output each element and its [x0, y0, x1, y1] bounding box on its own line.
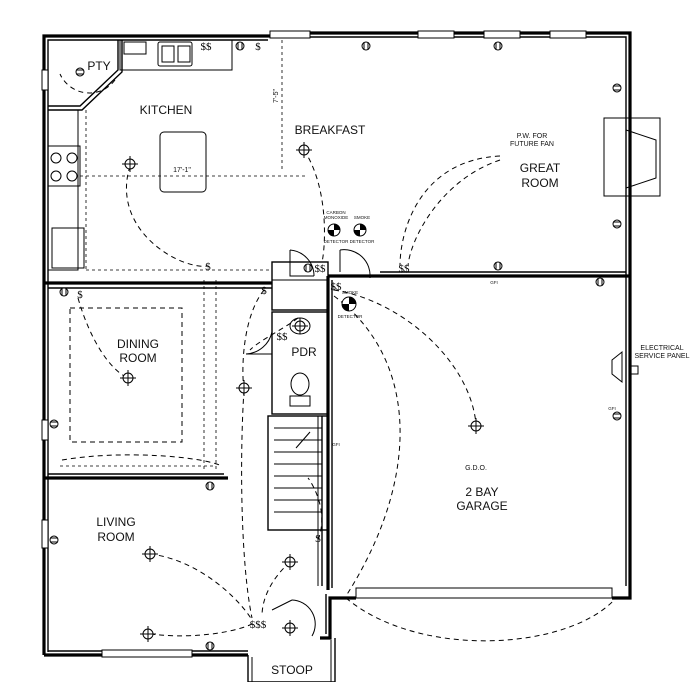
detectors [327, 223, 367, 312]
windows [41, 30, 613, 658]
switch-symbol: $$ [399, 263, 411, 275]
room-label-dining: ROOM [119, 351, 156, 365]
stair-treads [274, 427, 322, 513]
light-fixture [236, 380, 252, 396]
room-label-powder: PDR [291, 345, 317, 359]
note-co-detector: MONOXIDE [324, 215, 349, 220]
switch-symbol: $ [315, 533, 321, 545]
note-co-detector: CARBON [326, 210, 345, 215]
note-gfi: GFI [608, 406, 616, 411]
switches: $ $ $ $$ $$ $$ $ $$ $$ $$$ $ [77, 41, 410, 631]
switch-symbol: $$ [201, 41, 213, 53]
dimension-island: 17'-1" [173, 167, 191, 174]
light-fixture [120, 370, 136, 386]
room-label-stoop: STOOP [271, 663, 313, 677]
light-fixture [468, 418, 484, 434]
light-fixture [142, 546, 158, 562]
note-fan: FUTURE FAN [510, 141, 554, 148]
receptacles [49, 41, 622, 651]
room-label-great-room: GREAT [520, 161, 561, 175]
note-co-detector: DETECTOR [324, 239, 349, 244]
switch-symbol: $$ [315, 263, 327, 275]
room-label-living: ROOM [97, 530, 134, 544]
smoke-detector-garage-icon [341, 296, 357, 312]
interior-walls [44, 40, 630, 590]
note-smoke-detector-garage: DETECTOR [338, 314, 363, 319]
switch-symbol: $ [205, 261, 211, 273]
notes: P.W. FOR FUTURE FAN ELECTRICAL SERVICE P… [173, 89, 690, 472]
room-label-dining: DINING [117, 337, 159, 351]
room-label-living: LIVING [96, 515, 135, 529]
room-label-garage: 2 BAY [465, 485, 498, 499]
light-fixture [282, 554, 298, 570]
smoke-detector-icon [353, 223, 367, 237]
doors [245, 249, 371, 637]
note-smoke-detector: DETECTOR [350, 239, 375, 244]
light-fixture [282, 620, 298, 636]
co-detector-icon [327, 223, 341, 237]
room-label-kitchen: KITCHEN [140, 103, 193, 117]
note-smoke-detector-garage: SMOKE [342, 290, 358, 295]
light-fixture [122, 156, 138, 172]
light-fixture [292, 318, 308, 334]
note-panel: SERVICE PANEL [635, 353, 690, 360]
kitchen-fixtures [47, 39, 661, 407]
light-fixture [296, 142, 312, 158]
dimension-breakfast: 7'-5" [273, 89, 280, 103]
room-labels: PTY KITCHEN BREAKFAST GREAT ROOM DINING … [87, 59, 561, 677]
room-label-pantry: PTY [87, 59, 110, 73]
switch-symbol: $ [255, 41, 261, 53]
room-label-garage: GARAGE [456, 499, 507, 513]
hidden-lines [60, 40, 306, 470]
ceiling-lights [120, 142, 484, 642]
switch-symbol: $$ [277, 331, 289, 343]
note-gfi: GFI [332, 442, 340, 447]
note-fan: P.W. FOR [517, 133, 548, 140]
room-label-breakfast: BREAKFAST [295, 123, 366, 137]
note-smoke-detector: SMOKE [354, 215, 370, 220]
note-gfi: GFI [490, 280, 498, 285]
switch-symbol: $$ [331, 281, 343, 293]
note-gdo: G.D.O. [465, 465, 487, 472]
room-label-great-room: ROOM [521, 176, 558, 190]
light-fixture [140, 626, 156, 642]
switch-symbol: $ [77, 289, 83, 301]
note-panel: ELECTRICAL [640, 345, 683, 352]
switch-symbol: $ [261, 285, 267, 297]
switch-symbol: $$$ [250, 619, 267, 631]
